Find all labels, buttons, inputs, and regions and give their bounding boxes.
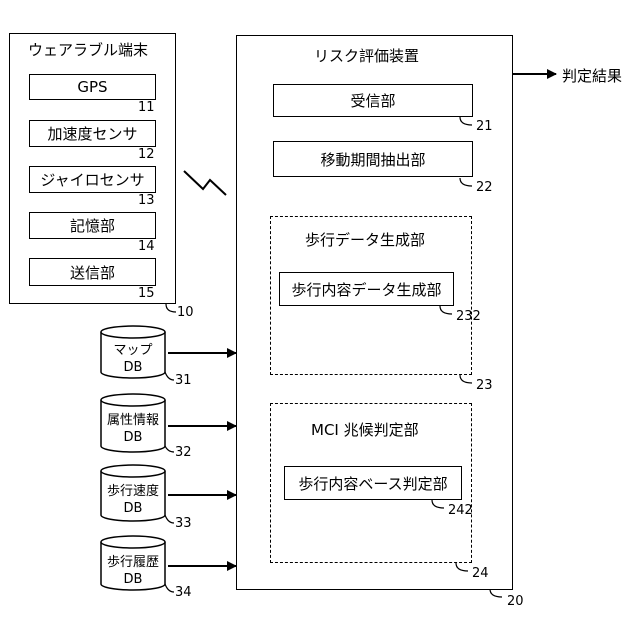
gait-content-judge-box: 歩行内容ベース判定部 <box>284 466 462 500</box>
wearable-title: ウェアラブル端末 <box>28 39 148 60</box>
db-attr-line1: 属性情報 <box>101 412 165 429</box>
extractor-box: 移動期間抽出部 <box>273 141 473 177</box>
db-speed-ref: 33 <box>175 516 192 531</box>
db-attr-ref: 32 <box>175 445 192 460</box>
transmitter-ref: 15 <box>138 286 155 301</box>
db-history-line1: 歩行履歴 <box>101 554 165 571</box>
db-map-ref: 31 <box>175 373 192 388</box>
risk-device-title: リスク評価装置 <box>314 45 419 66</box>
risk-device-ref: 20 <box>507 594 524 609</box>
db-history-line2: DB <box>101 571 165 588</box>
db-map-label: マップ DB <box>101 342 165 376</box>
db-map-line1: マップ <box>101 342 165 359</box>
receiver-box: 受信部 <box>273 84 473 117</box>
db-speed-line1: 歩行速度 <box>101 483 165 500</box>
gps-box: GPS <box>29 74 156 100</box>
extractor-ref: 22 <box>476 180 493 195</box>
memory-box: 記憶部 <box>29 212 156 239</box>
db-history-ref: 34 <box>175 585 192 600</box>
gait-data-title: 歩行データ生成部 <box>305 229 425 250</box>
accelerometer-box: 加速度センサ <box>29 120 156 147</box>
db-attr-label: 属性情報 DB <box>101 412 165 446</box>
gait-content-data-ref: 232 <box>456 309 481 324</box>
gait-data-ref: 23 <box>476 378 493 393</box>
mci-title: MCI 兆候判定部 <box>311 419 419 440</box>
db-attr-line2: DB <box>101 429 165 446</box>
mci-ref: 24 <box>472 566 489 581</box>
output-label: 判定結果 <box>562 65 622 86</box>
wireless-link-icon <box>184 171 226 195</box>
gyro-ref: 13 <box>138 193 155 208</box>
accelerometer-ref: 12 <box>138 147 155 162</box>
gps-ref: 11 <box>138 100 155 115</box>
gait-content-judge-ref: 242 <box>448 503 473 518</box>
gait-content-data-box: 歩行内容データ生成部 <box>279 272 454 306</box>
db-speed-label: 歩行速度 DB <box>101 483 165 517</box>
db-map-line2: DB <box>101 359 165 376</box>
db-speed-line2: DB <box>101 500 165 517</box>
wearable-ref: 10 <box>177 305 194 320</box>
memory-ref: 14 <box>138 239 155 254</box>
transmitter-box: 送信部 <box>29 258 156 286</box>
db-history-label: 歩行履歴 DB <box>101 554 165 588</box>
receiver-ref: 21 <box>476 119 493 134</box>
gyro-box: ジャイロセンサ <box>29 166 156 193</box>
